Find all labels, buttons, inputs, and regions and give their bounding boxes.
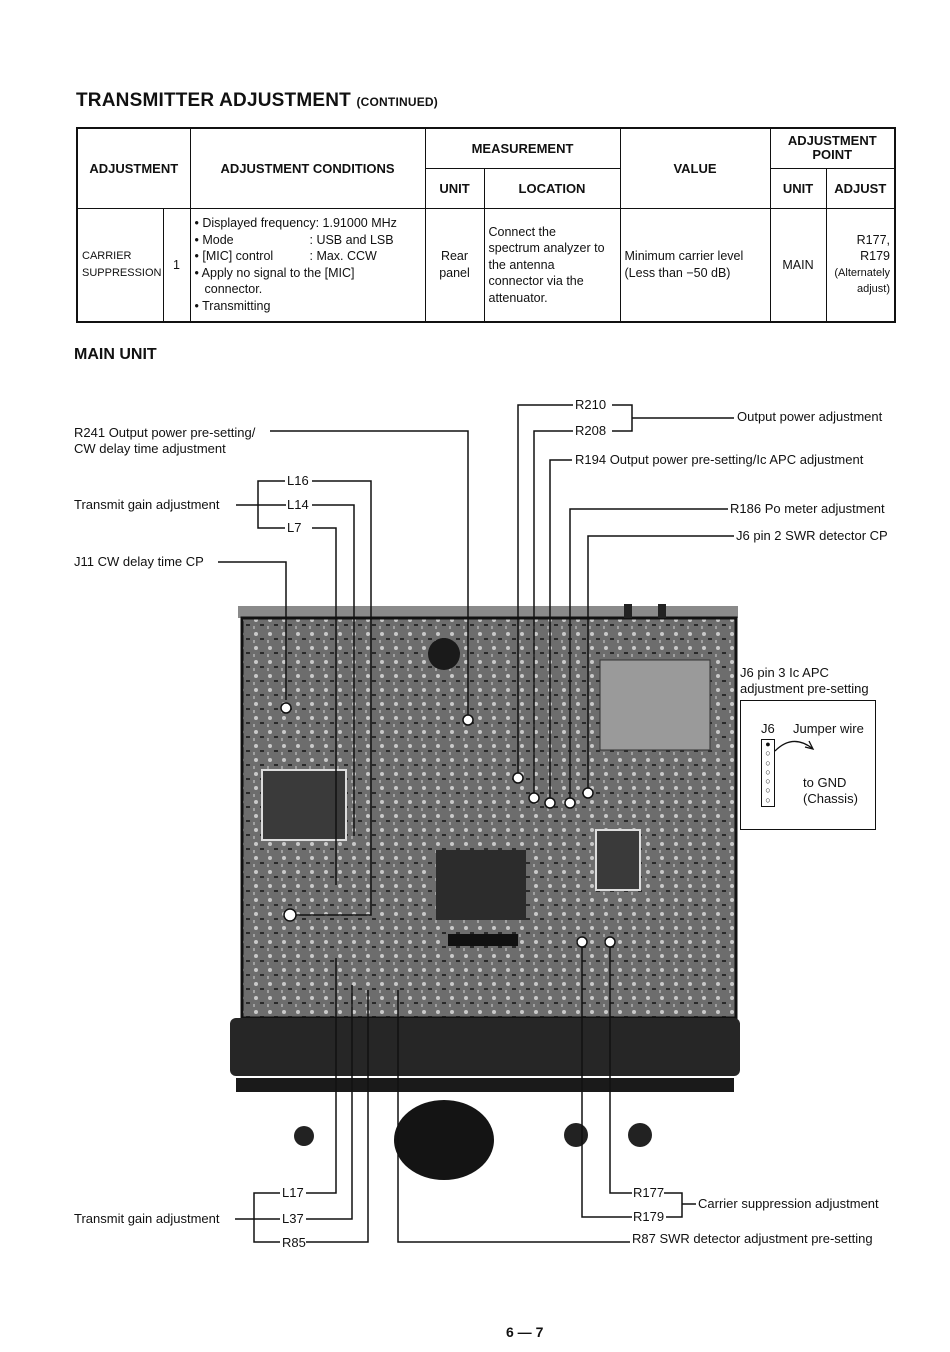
label-r186: R186 Po meter adjustment (730, 501, 885, 516)
ap-unit-cell: MAIN (769, 207, 827, 323)
label-l17: L17 (282, 1185, 304, 1200)
label-carrier-suppression: Carrier suppression adjustment (698, 1196, 879, 1211)
header-unit: UNIT (424, 167, 485, 209)
label-r87: R87 SWR detector adjustment pre-setting (632, 1231, 873, 1246)
label-tx-gain-top: Transmit gain adjustment (74, 497, 220, 512)
value-cell: Minimum carrier level(Less than −50 dB) (619, 207, 771, 323)
label-j6-pin3-line2: adjustment pre-setting (740, 681, 869, 696)
label-j11: J11 CW delay time CP (74, 554, 204, 569)
header-ap-adjust: ADJUST (825, 167, 896, 209)
label-l37: L37 (282, 1211, 304, 1226)
step-number: 1 (162, 207, 191, 323)
page-number: 6 — 7 (506, 1324, 544, 1340)
label-j6: J6 (761, 721, 775, 736)
label-r85: R85 (282, 1235, 306, 1250)
adjustment-table: ADJUSTMENT ADJUSTMENT CONDITIONS MEASURE… (76, 127, 897, 323)
label-tx-gain-bottom: Transmit gain adjustment (74, 1211, 220, 1226)
label-l14: L14 (287, 497, 309, 512)
conditions-cell: • Displayed frequency: 1.91000 MHz • Mod… (189, 207, 426, 323)
label-l16: L16 (287, 473, 309, 488)
j6-connector: ●○○○○○○ (761, 739, 775, 807)
label-j6-pin2: J6 pin 2 SWR detector CP (736, 528, 888, 543)
label-r177: R177 (633, 1185, 665, 1200)
label-r194: R194 Output power pre-setting/Ic APC adj… (575, 452, 864, 467)
header-value: VALUE (619, 127, 771, 209)
label-output-power: Output power adjustment (737, 409, 883, 424)
label-r210: R210 (575, 397, 607, 412)
jumper-wire-icon (774, 740, 815, 752)
j6-inset: J6 Jumper wire ●○○○○○○ to GND (Chassis) (740, 700, 876, 830)
label-to-gnd: to GND (803, 775, 847, 790)
label-r179: R179 (633, 1209, 665, 1224)
label-jumper-wire: Jumper wire (793, 721, 864, 736)
label-chassis: (Chassis) (803, 791, 858, 806)
header-ap-unit: UNIT (769, 167, 827, 209)
label-r241-line2: CW delay time adjustment (74, 441, 226, 456)
header-adjustment-point: ADJUSTMENT POINT (769, 127, 896, 169)
label-r208: R208 (575, 423, 607, 438)
section-title: MAIN UNIT (74, 346, 157, 363)
test-points (280, 702, 616, 948)
header-location: LOCATION (483, 167, 621, 209)
label-l7: L7 (287, 520, 302, 535)
label-j6-pin3: J6 pin 3 Ic APC (740, 665, 829, 680)
page-title: TRANSMITTER ADJUSTMENT (CONTINUED) (76, 90, 438, 111)
label-r241: R241 Output power pre-setting/ (74, 425, 256, 440)
board-photo (230, 604, 740, 1180)
leader-lines (218, 404, 734, 1243)
